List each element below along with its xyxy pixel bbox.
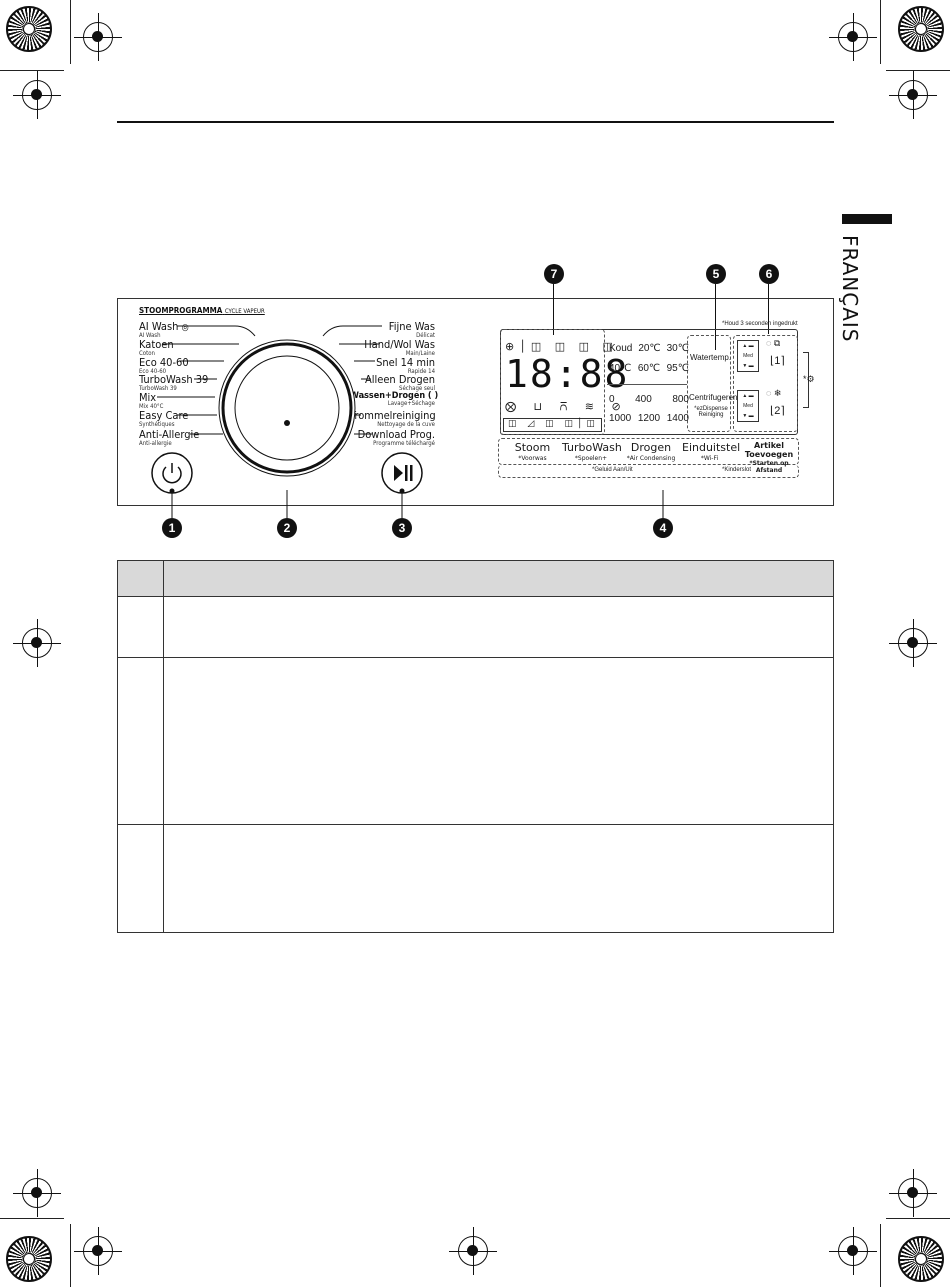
registration-target-icon bbox=[6, 1236, 52, 1282]
registration-crosshair-icon bbox=[829, 1227, 877, 1275]
kinderslot-label: *Kinderslot bbox=[722, 467, 752, 473]
crop-mark bbox=[880, 0, 881, 64]
registration-target-icon bbox=[6, 6, 52, 52]
status-indicators-group bbox=[500, 329, 605, 435]
dry-level-icons: ◫ ◿ ◫ ◫│◫ bbox=[503, 418, 602, 432]
wash-phase-icons: ⊕│◫ ◫ ◫ ◫ bbox=[505, 340, 618, 353]
callout-5: 5 bbox=[706, 264, 726, 284]
crop-mark bbox=[0, 1218, 64, 1219]
callout-line bbox=[768, 284, 769, 334]
registration-crosshair-icon bbox=[13, 1169, 61, 1217]
callout-6: 6 bbox=[759, 264, 779, 284]
watertemp-button[interactable]: Watertemp. bbox=[690, 353, 732, 362]
registration-crosshair-icon bbox=[449, 1227, 497, 1275]
stoom-button[interactable]: Stoom*Voorwas bbox=[514, 441, 551, 462]
callout-4: 4 bbox=[653, 518, 673, 538]
drogen-button[interactable]: Drogen*Air Condensing bbox=[626, 441, 676, 462]
table-header-num bbox=[117, 560, 164, 597]
program-dial-graphic bbox=[151, 325, 423, 494]
einduitstel-button[interactable]: Einduitstel*Wi-Fi bbox=[682, 441, 741, 462]
registration-crosshair-icon bbox=[829, 13, 877, 61]
table-row bbox=[117, 596, 834, 658]
centrifugeren-button[interactable]: Centrifugeren bbox=[689, 393, 738, 402]
crop-mark bbox=[70, 1224, 71, 1287]
registration-crosshair-icon bbox=[889, 619, 937, 667]
registration-crosshair-icon bbox=[13, 71, 61, 119]
program-wassen-drogen[interactable]: Wassen+Drogen ( )Lavage+Séchage bbox=[350, 391, 439, 407]
button-strip bbox=[498, 438, 799, 465]
callout-line bbox=[715, 284, 716, 350]
registration-target-icon bbox=[898, 6, 944, 52]
status-icons: ⨂ ⊔ ⩃ ≋ ⊘ bbox=[505, 400, 628, 413]
callout-1: 1 bbox=[162, 518, 182, 538]
crop-mark bbox=[0, 70, 64, 71]
crop-mark bbox=[70, 0, 71, 64]
registration-crosshair-icon bbox=[74, 1227, 122, 1275]
program-download-prog[interactable]: Download Prog.Programme téléchargé bbox=[357, 428, 435, 447]
detergent-level-2: ▲ ▬Med▼ ▬ bbox=[737, 390, 759, 422]
crop-mark bbox=[886, 1218, 950, 1219]
bracket bbox=[803, 352, 809, 408]
time-display: 18:88 bbox=[505, 352, 630, 396]
language-tab-bar bbox=[842, 214, 892, 224]
callout-2: 2 bbox=[277, 518, 297, 538]
crop-mark bbox=[880, 1224, 881, 1287]
hold-note: *Houd 3 seconden ingedrukt bbox=[722, 321, 798, 327]
program-ai-wash[interactable]: AI Wash ◎AI Wash bbox=[139, 320, 189, 339]
table-header-desc bbox=[163, 560, 834, 597]
callout-line bbox=[553, 284, 554, 335]
artikel-toevoegen-button[interactable]: Artikel Toevoegen*Starten op Afstand bbox=[744, 441, 794, 474]
strip-lower-bracket bbox=[498, 465, 799, 478]
detergent-icon: ◌ ⧉ bbox=[766, 338, 781, 348]
registration-crosshair-icon bbox=[889, 71, 937, 119]
program-header: STOOMPROGRAMMA CYCLE VAPEUR bbox=[139, 306, 265, 315]
settings-icon: *⚙ bbox=[803, 374, 815, 384]
callout-3: 3 bbox=[392, 518, 412, 538]
callout-7: 7 bbox=[544, 264, 564, 284]
slot-1-label: ⌊1⌉ bbox=[770, 355, 785, 367]
description-table bbox=[117, 560, 834, 933]
registration-target-icon bbox=[898, 1236, 944, 1282]
registration-crosshair-icon bbox=[13, 619, 61, 667]
softener-icon: ◌ ❄ bbox=[766, 388, 782, 398]
callout-lines bbox=[171, 490, 664, 518]
registration-crosshair-icon bbox=[889, 1169, 937, 1217]
table-row bbox=[117, 824, 834, 933]
table-row bbox=[117, 657, 834, 825]
geluid-label: *Geluid Aan/Uit bbox=[592, 467, 633, 473]
header-rule bbox=[117, 121, 834, 123]
control-panel bbox=[117, 298, 834, 506]
crop-mark bbox=[886, 70, 950, 71]
slot-2-label: ⌊2⌉ bbox=[770, 405, 785, 417]
language-label: FRANÇAIS bbox=[838, 235, 862, 343]
divider bbox=[607, 384, 687, 385]
temp-spin-buttons-group bbox=[687, 335, 731, 432]
turbowash-button[interactable]: TurboWash*Spoelen+ bbox=[562, 441, 622, 462]
registration-crosshair-icon bbox=[74, 13, 122, 61]
detergent-level-1: ▲ ▬Med▼ ▬ bbox=[737, 340, 759, 372]
ezdispense-group bbox=[733, 335, 798, 432]
